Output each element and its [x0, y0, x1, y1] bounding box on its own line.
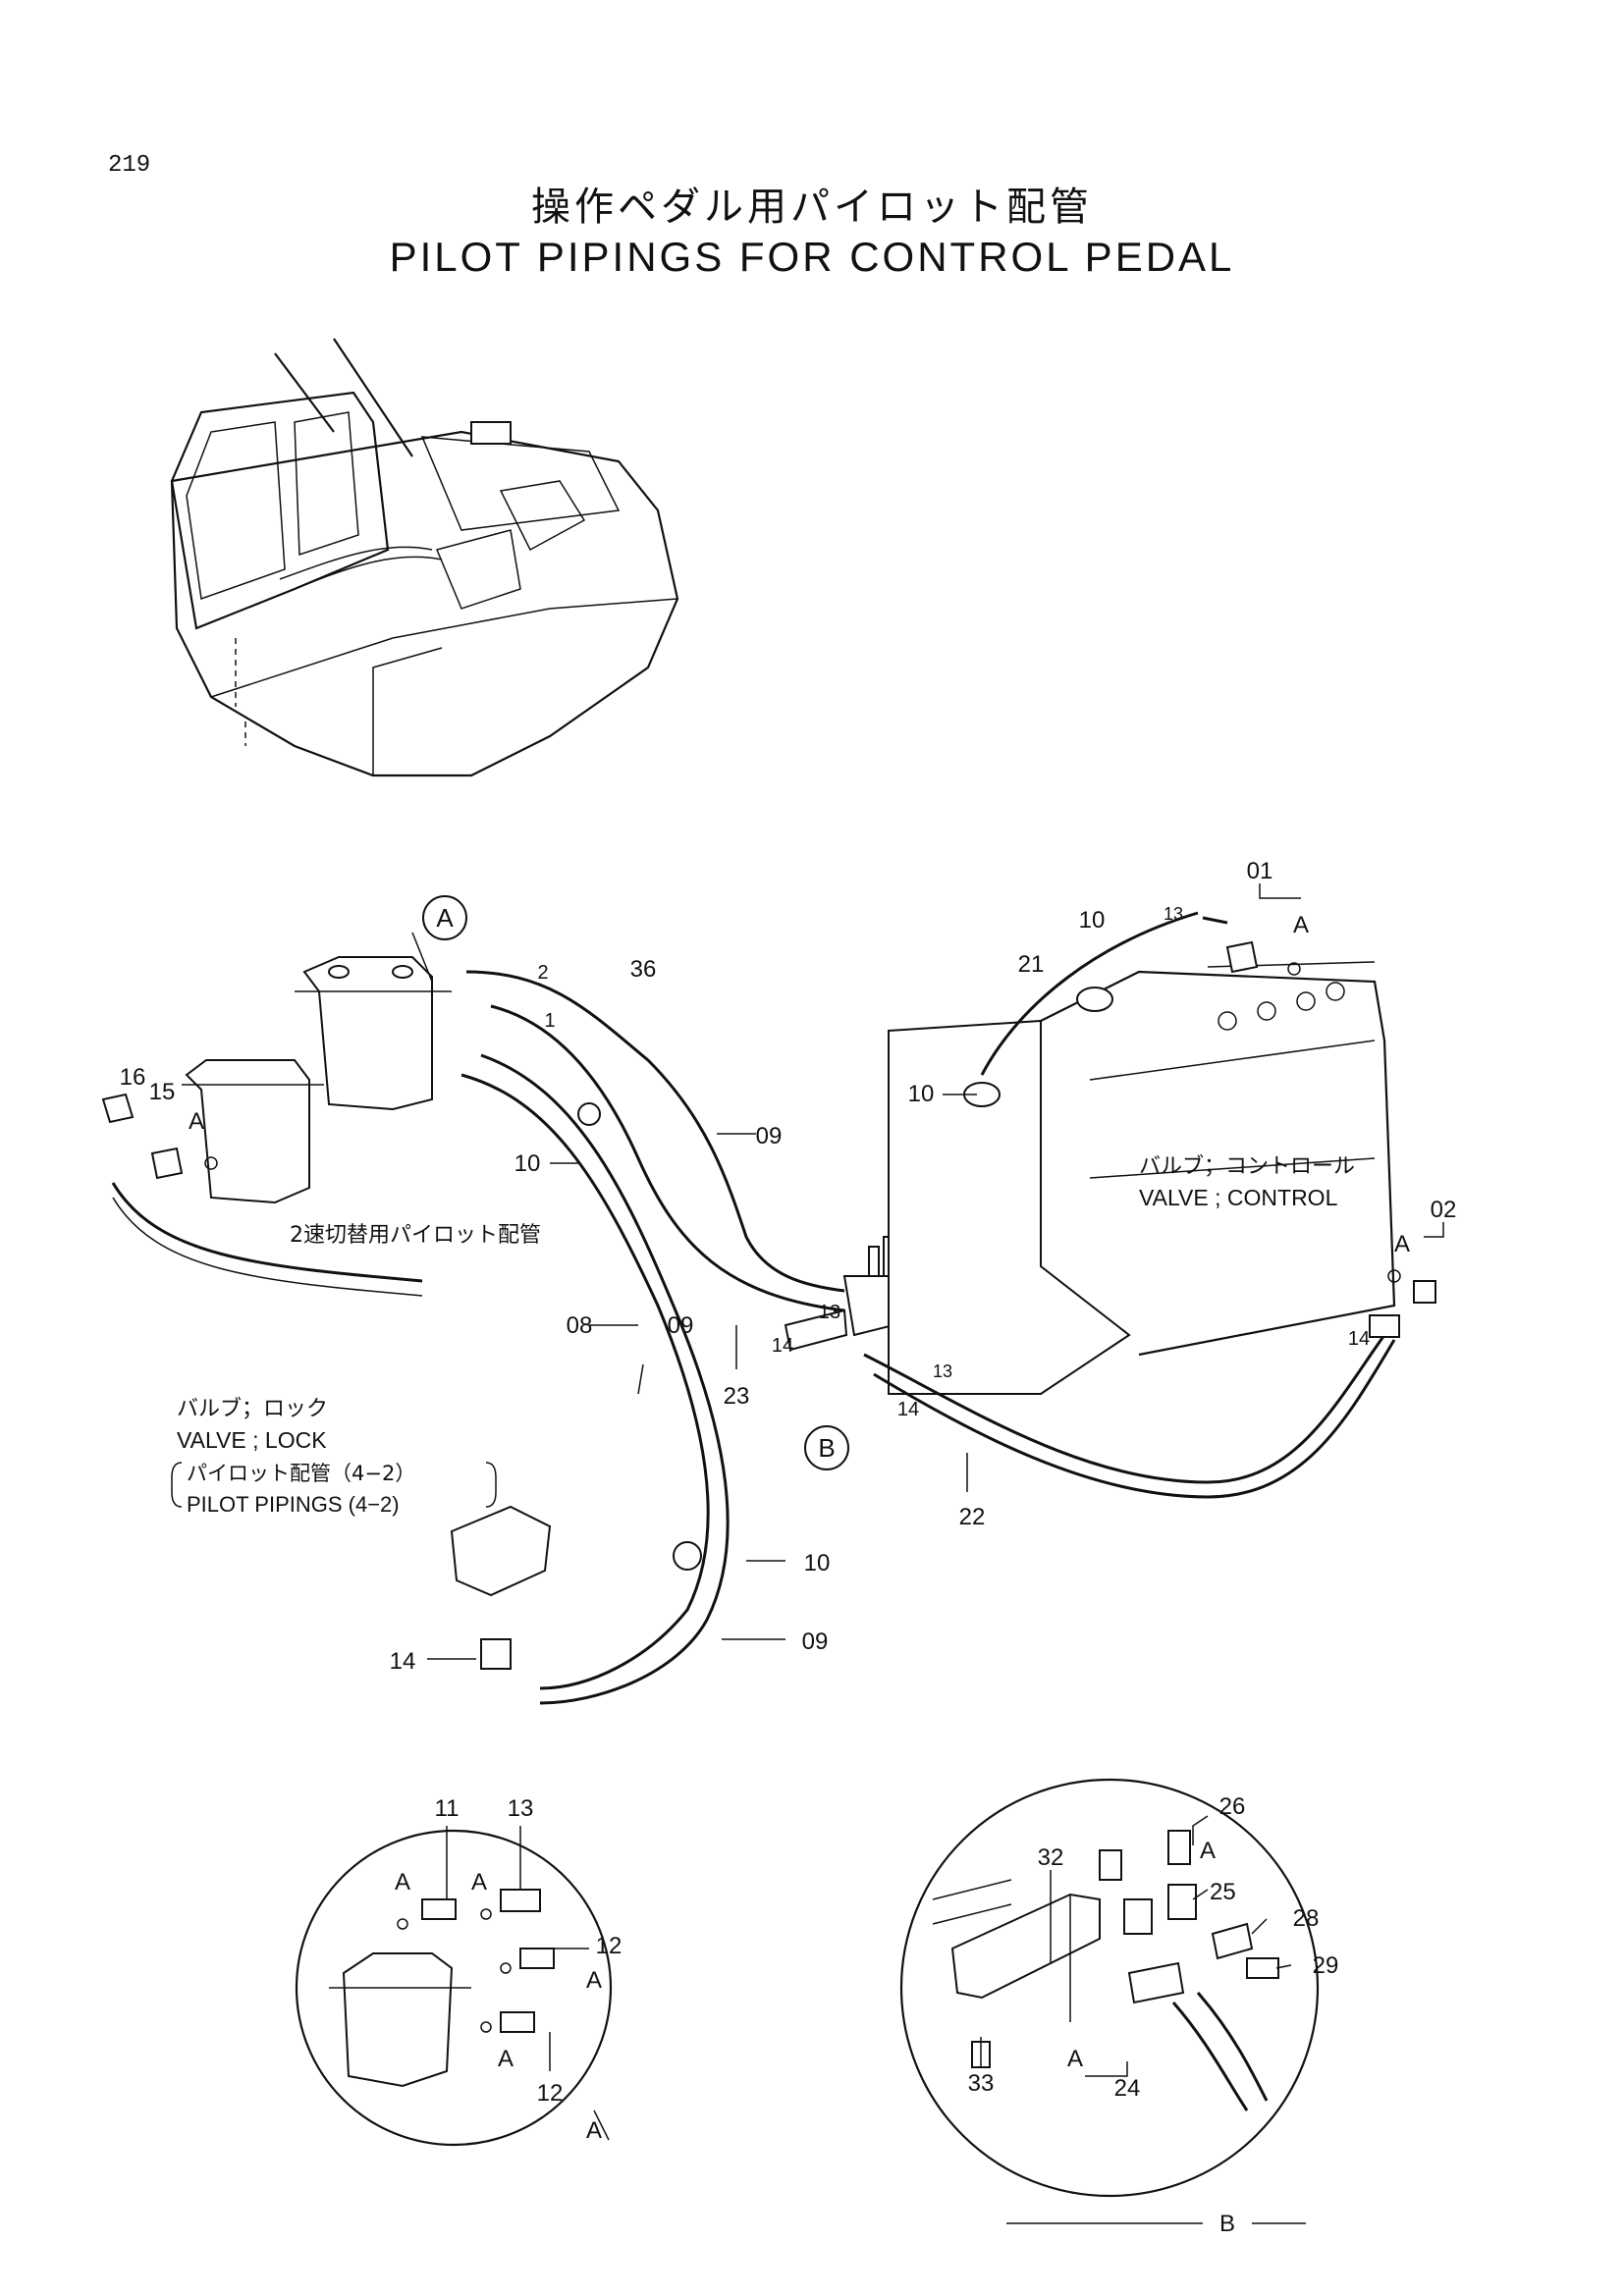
callout-13-detail-a: 13 [508, 1795, 534, 1822]
callout-14-lock: 14 [390, 1648, 416, 1675]
callout-a-detail-b-top: A [1200, 1838, 1216, 1864]
callout-port-1: 1 [544, 1010, 555, 1032]
callout-32: 32 [1038, 1844, 1064, 1871]
two-speed-pilot-label: 2速切替用パイロット配管 [290, 1223, 541, 1248]
callout-a-detail-3: A [586, 1967, 602, 1994]
callout-15: 15 [149, 1079, 176, 1105]
callout-09-mid: 09 [668, 1312, 694, 1339]
callout-24: 24 [1114, 2075, 1141, 2102]
callout-29: 29 [1313, 1952, 1339, 1979]
callout-16: 16 [120, 1064, 146, 1091]
valve-control-label-en: VALVE ; CONTROL [1139, 1185, 1338, 1210]
detail-b-view [899, 1778, 1320, 2224]
callout-a-detail-2: A [471, 1869, 487, 1896]
part-callouts: 01 A 10 13 21 36 2 1 16 15 A 09 10 10 02… [120, 858, 1457, 2237]
callout-a-valve: A [1394, 1231, 1410, 1257]
callout-a-pedal: A [189, 1108, 204, 1135]
callout-a-detail-1: A [395, 1869, 410, 1896]
callout-10: 10 [1079, 907, 1106, 934]
valve-lock-label-jp: バルブ；ロック [177, 1397, 328, 1421]
component-labels: 2速切替用パイロット配管 バルブ；コントロール VALVE ; CONTROL … [171, 1154, 1355, 1517]
callout-12-upper: 12 [596, 1933, 623, 1959]
callout-13-right: 13 [933, 1362, 952, 1381]
callout-36: 36 [630, 956, 657, 983]
callout-09-upper: 09 [756, 1123, 783, 1149]
callout-01: 01 [1247, 858, 1273, 884]
valve-control-label-jp: バルブ；コントロール [1139, 1154, 1355, 1179]
callout-14-right: 14 [897, 1399, 919, 1420]
callout-22: 22 [959, 1504, 986, 1530]
callout-12-lower: 12 [537, 2080, 564, 2107]
detail-marker-b-label: B [818, 1433, 835, 1463]
pilot-pipings-ref-jp: パイロット配管（4−2） [187, 1462, 415, 1485]
detail-marker-b: B [804, 1425, 849, 1470]
callout-10-lower: 10 [804, 1550, 831, 1576]
callout-a-detail-4: A [498, 2046, 514, 2072]
detail-a-view [295, 1829, 613, 2147]
callout-10-left: 10 [514, 1150, 541, 1177]
leader-lines [411, 883, 1444, 2077]
callout-14-valve: 14 [1348, 1328, 1370, 1350]
callout-09-lower: 09 [802, 1629, 829, 1655]
callout-13: 13 [1164, 904, 1183, 924]
page-title-english: PILOT PIPINGS FOR CONTROL PEDAL [389, 234, 1235, 280]
excavator-overview-illustration [170, 338, 679, 777]
callout-13-block: 13 [819, 1302, 840, 1323]
callout-28: 28 [1293, 1905, 1320, 1932]
callout-21: 21 [1018, 951, 1045, 978]
callout-02: 02 [1431, 1197, 1457, 1223]
main-piping-diagram [101, 911, 1436, 1705]
page-title-japanese: 操作ペダル用パイロット配管 [531, 185, 1093, 230]
callout-26: 26 [1219, 1793, 1246, 1820]
callout-08: 08 [567, 1312, 593, 1339]
detail-marker-a-label: A [436, 903, 454, 933]
callout-14-block: 14 [772, 1335, 793, 1357]
detail-marker-a: A [422, 895, 467, 940]
pilot-pipings-ref-en: PILOT PIPINGS (4−2) [187, 1492, 400, 1517]
callout-23: 23 [724, 1383, 750, 1410]
callout-10-valve: 10 [908, 1081, 935, 1107]
page-number: 219 [108, 152, 151, 179]
callout-port-2: 2 [537, 962, 548, 984]
callout-33: 33 [968, 2070, 995, 2097]
callout-a: A [1293, 912, 1309, 938]
valve-lock-label-en: VALVE ; LOCK [177, 1427, 327, 1453]
detail-b-tag: B [1219, 2211, 1235, 2237]
callout-a-detail-b: A [1067, 2046, 1083, 2072]
detail-a-tag: A [586, 2117, 602, 2144]
callout-11: 11 [435, 1795, 460, 1822]
callout-25: 25 [1210, 1879, 1236, 1905]
